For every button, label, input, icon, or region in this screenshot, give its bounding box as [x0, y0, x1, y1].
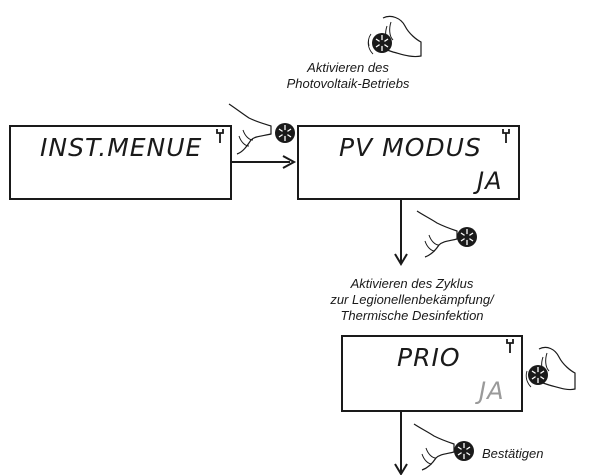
arrow-down-1	[394, 200, 408, 266]
caption-confirm: Bestätigen	[482, 446, 544, 461]
lcd-prio-line1: PRIO	[397, 343, 461, 372]
wrench-icon	[216, 129, 224, 143]
lcd-screen-prio: PRIO JA	[341, 335, 523, 412]
caption-legionella-line2: zur Legionellenbekämpfung/	[330, 292, 494, 307]
wrench-icon	[502, 129, 510, 143]
lcd-pv-modus-line1: PV MODUS	[339, 133, 482, 162]
hand-turning-knob-icon	[525, 346, 576, 391]
caption-pv-activate-line1: Aktivieren des	[307, 60, 389, 75]
hand-pressing-knob-icon	[413, 423, 475, 471]
caption-pv-activate: Aktivieren des Photovoltaik-Betriebs	[238, 60, 458, 92]
hand-pressing-knob-icon	[416, 210, 478, 258]
caption-pv-activate-line2: Photovoltaik-Betriebs	[286, 76, 410, 91]
hand-pressing-knob-icon	[228, 103, 296, 155]
wrench-icon	[506, 339, 514, 353]
caption-legionella-line3: Thermische Desinfektion	[340, 308, 484, 323]
caption-legionella: Aktivieren des Zyklus zur Legionellenbek…	[282, 276, 542, 324]
caption-legionella-line1: Aktivieren des Zyklus	[350, 276, 474, 291]
lcd-pv-modus-line2: JA	[477, 167, 503, 195]
lcd-inst-menue-line1: INST.MENUE	[40, 133, 203, 162]
hand-turning-knob-icon	[367, 15, 422, 58]
arrow-down-2	[394, 412, 408, 475]
lcd-prio-line2: JA	[479, 377, 505, 405]
lcd-screen-inst-menue: INST.MENUE	[9, 125, 232, 200]
lcd-screen-pv-modus: PV MODUS JA	[297, 125, 520, 200]
arrow-right	[232, 155, 297, 169]
